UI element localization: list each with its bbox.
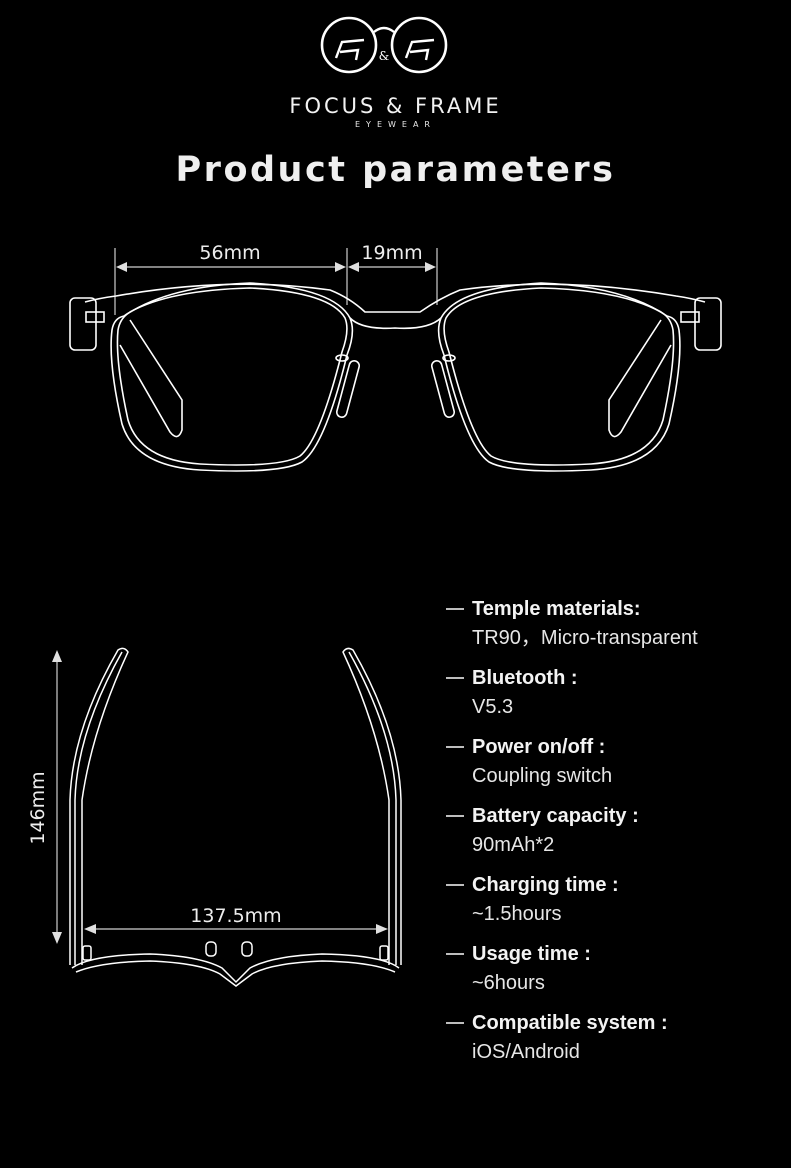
- spec-item-bluetooth: Bluetooth : V5.3: [446, 664, 786, 722]
- spec-value: ~6hours: [472, 972, 545, 994]
- frame-width-label: 137.5mm: [190, 905, 281, 927]
- spec-label: Power on/off :: [472, 736, 606, 758]
- spec-item-charging-time: Charging time : ~1.5hours: [446, 871, 786, 929]
- brand-subtitle: EYEWEAR: [355, 120, 436, 129]
- lens-width-label: 56mm: [199, 242, 260, 264]
- spec-value: TR90，Micro-transparent: [472, 627, 698, 649]
- dash-icon: [446, 746, 464, 748]
- temple-length-label: 146mm: [27, 771, 49, 844]
- svg-text:&: &: [379, 49, 390, 63]
- dash-icon: [446, 677, 464, 679]
- spec-label: Compatible system :: [472, 1012, 668, 1034]
- dash-icon: [446, 1022, 464, 1024]
- spec-list: Temple materials: TR90，Micro-transparent…: [446, 595, 786, 1078]
- spec-item-battery: Battery capacity : 90mAh*2: [446, 802, 786, 860]
- spec-label: Temple materials:: [472, 598, 641, 620]
- spec-item-power: Power on/off : Coupling switch: [446, 733, 786, 791]
- spec-label: Charging time :: [472, 874, 619, 896]
- spec-item-temple-materials: Temple materials: TR90，Micro-transparent: [446, 595, 786, 653]
- spec-label: Usage time :: [472, 943, 591, 965]
- spec-label: Battery capacity :: [472, 805, 639, 827]
- spec-value: ~1.5hours: [472, 903, 562, 925]
- spec-value: Coupling switch: [472, 765, 613, 787]
- spec-value: 90mAh*2: [472, 834, 555, 856]
- page-title: Product parameters: [175, 150, 616, 190]
- spec-item-usage-time: Usage time : ~6hours: [446, 940, 786, 998]
- spec-item-compatible-system: Compatible system : iOS/Android: [446, 1009, 786, 1067]
- dash-icon: [446, 815, 464, 817]
- brand-name: FOCUS & FRAME: [289, 94, 502, 118]
- bridge-width-label: 19mm: [361, 242, 422, 264]
- glasses-front-view-diagram: 56mm 19mm: [69, 242, 722, 472]
- brand-logo-icon: &: [320, 16, 448, 74]
- dash-icon: [446, 953, 464, 955]
- spec-value: V5.3: [472, 696, 514, 718]
- dash-icon: [446, 608, 464, 610]
- spec-label: Bluetooth :: [472, 667, 578, 689]
- spec-value: iOS/Android: [472, 1041, 580, 1063]
- dash-icon: [446, 884, 464, 886]
